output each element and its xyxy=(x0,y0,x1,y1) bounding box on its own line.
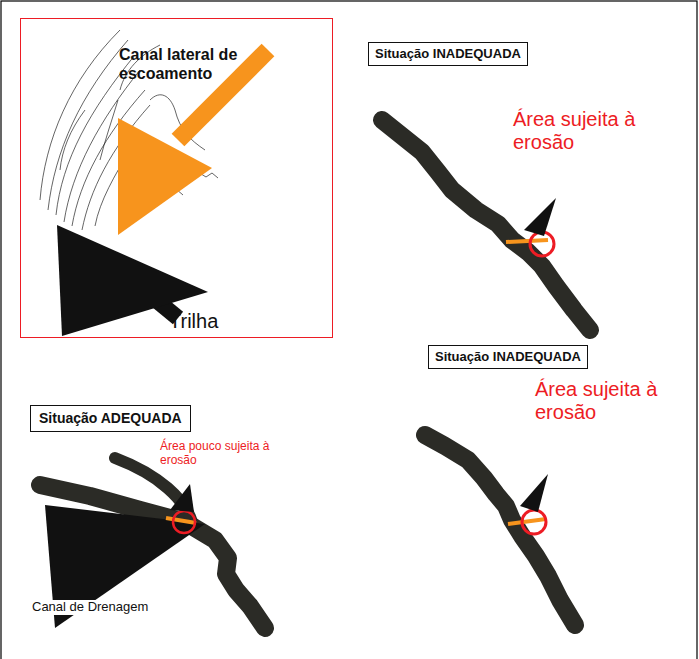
flow-arrowhead xyxy=(520,474,548,512)
situation-title: Situação INADEQUADA xyxy=(435,349,581,365)
channel-arrow-head xyxy=(118,118,212,235)
erosion-note: Área sujeita à erosão xyxy=(513,108,653,154)
situation-title: Situação ADEQUADA xyxy=(39,410,182,427)
flow-arrowhead xyxy=(170,484,194,512)
drain-bar xyxy=(508,519,546,524)
arrow-label: Trilha xyxy=(169,309,218,333)
erosion-note: Área sujeita à erosão xyxy=(535,378,675,424)
trail-path xyxy=(425,435,575,625)
drain-bar xyxy=(166,518,196,523)
situation-box: Situação ADEQUADA xyxy=(30,405,191,432)
erosion-circle xyxy=(530,232,554,256)
channel-label: Canal de Drenagem xyxy=(30,600,150,615)
illustration-panel: Canal lateral de escoamentoTrilha xyxy=(20,18,333,338)
erosion-note: Área pouco sujeita à erosão xyxy=(160,440,280,468)
flow-arrowhead xyxy=(524,198,556,236)
drain-bar xyxy=(506,240,548,242)
channel-arrow-shaft xyxy=(178,50,268,140)
situation-box: Situação INADEQUADA xyxy=(428,345,588,369)
erosion-circle xyxy=(522,510,546,534)
situation-box: Situação INADEQUADA xyxy=(368,42,528,66)
arrow-label: Canal lateral de escoamento xyxy=(119,45,289,83)
erosion-circle xyxy=(173,511,195,533)
situation-title: Situação INADEQUADA xyxy=(375,46,521,62)
